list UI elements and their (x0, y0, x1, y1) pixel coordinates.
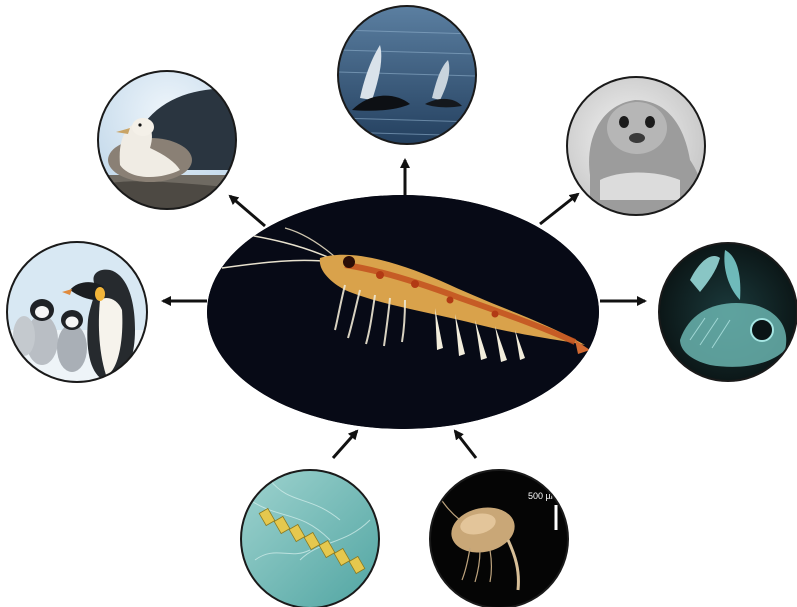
krill-photo (207, 195, 599, 429)
diatom-chain-photo (241, 470, 381, 607)
penguin-photo (7, 242, 147, 382)
albatross-photo (98, 71, 240, 215)
arrow-from-copepod (455, 431, 476, 458)
arrow-from-diatoms (333, 431, 357, 458)
arrow-to-seal (540, 194, 578, 224)
whale-photo (338, 6, 478, 146)
arrow-to-albatross (230, 196, 265, 226)
seal-photo (567, 77, 707, 217)
copepod-photo: 500 µm (430, 470, 570, 607)
fish-photo (659, 243, 797, 383)
